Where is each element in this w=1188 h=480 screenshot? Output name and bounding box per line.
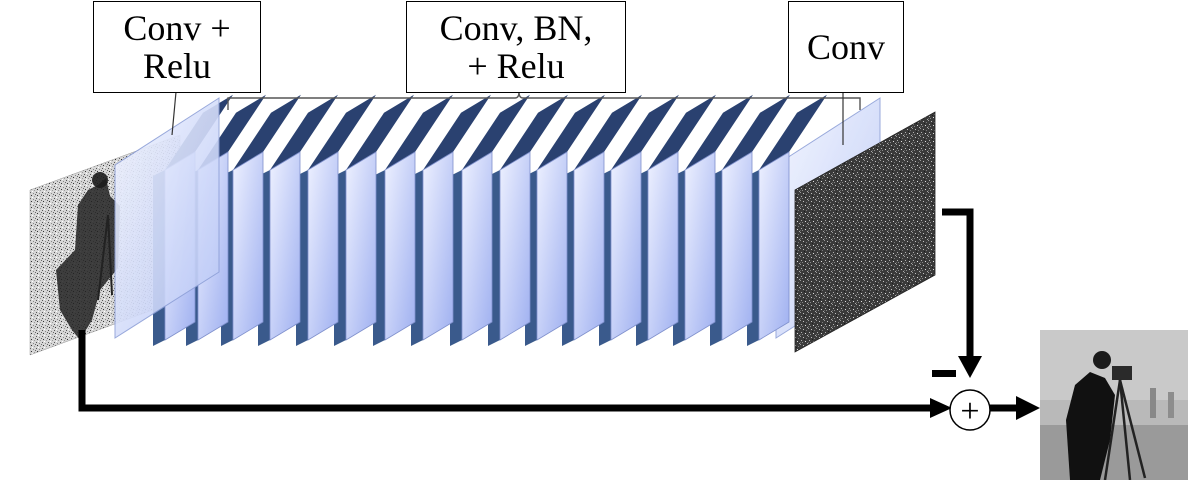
- conv-relu-label: Conv + Relu: [93, 1, 261, 93]
- layer-stack: [114, 94, 881, 346]
- clean-output-image: [1040, 330, 1188, 480]
- conv-relu-label-line1: Conv +: [123, 8, 231, 48]
- conv-bn-relu-label: Conv, BN, + Relu: [406, 1, 626, 93]
- layer-conv-bn-relu: [258, 94, 338, 346]
- arrowheads: [930, 356, 1040, 420]
- conv-label-line1: Conv: [806, 27, 885, 67]
- residual-connection: [78, 208, 1018, 412]
- conv-bn-relu-label-line1: Conv, BN,: [439, 8, 593, 48]
- residual-noise-image: [794, 111, 936, 353]
- conv-label: Conv: [788, 1, 904, 93]
- layer-conv-bn-relu: [334, 94, 414, 346]
- svg-text:−: −: [0, 0, 1, 1]
- plus-symbol: +: [960, 393, 979, 430]
- minus-sign: −: [0, 0, 956, 377]
- sum-node: +: [949, 389, 991, 431]
- layer-conv-relu: [114, 97, 220, 339]
- layer-conv-bn-relu: [525, 94, 605, 346]
- first-label-pointer: [171, 91, 177, 136]
- conv-bn-relu-label-line2: + Relu: [467, 46, 565, 86]
- conv-relu-label-line2: Relu: [143, 46, 211, 86]
